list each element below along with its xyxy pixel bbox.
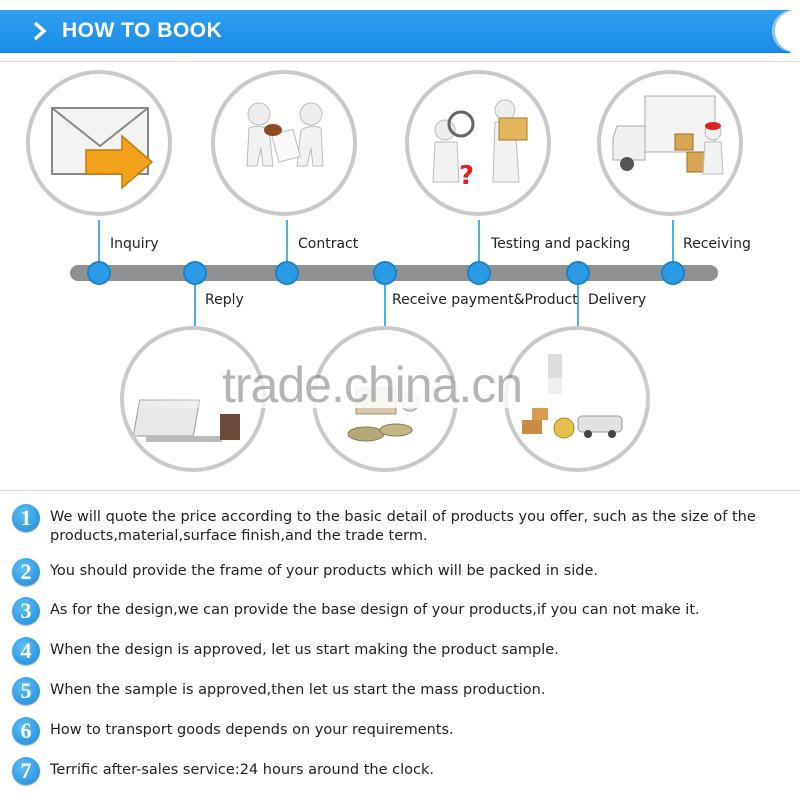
timeline-label-reply: Reply [205,292,244,308]
inspection-magnifier-icon: ? [405,70,551,216]
connector-line [286,220,288,264]
connector-line [672,220,674,264]
header-banner: HOW TO BOOK [0,10,798,53]
timeline-label-inquiry: Inquiry [110,236,159,252]
step-number-badge: 1 [12,504,40,532]
step-text: When the design is approved, let us star… [50,642,559,658]
step-text: Terrific after-sales service:24 hours ar… [50,762,434,778]
timeline-dot [467,261,491,285]
timeline-dot [275,261,299,285]
delivery-truck-icon [597,70,743,216]
banner-cap [772,10,798,52]
handshake-figures-icon [211,70,357,216]
timeline-dot [87,261,111,285]
page-title: HOW TO BOOK [62,19,223,42]
blur-band [110,378,670,408]
divider [0,490,800,491]
connector-line [577,284,579,326]
step-number-badge: 7 [12,757,40,785]
step-text: When the sample is approved,then let us … [50,682,546,698]
timeline-label-delivery: Delivery [588,292,647,308]
timeline-label-testing: Testing and packing [491,236,631,252]
step-number-badge: 4 [12,637,40,665]
chevron-right-icon [33,21,47,41]
step-text: You should provide the frame of your pro… [50,563,599,579]
step-number-badge: 5 [12,677,40,705]
connector-line [384,284,386,326]
step-text: As for the design,we can provide the bas… [50,602,700,618]
timeline-dot [566,261,590,285]
envelope-arrow-icon [26,70,172,216]
connector-line [98,220,100,264]
svg-text:?: ? [459,161,474,191]
timeline-dot [661,261,685,285]
connector-line [194,284,196,326]
divider [0,61,800,62]
connector-line [478,220,480,264]
step-text: We will quote the price according to the… [50,509,756,544]
step-text: How to transport goods depends on your r… [50,722,454,738]
timeline-label-contract: Contract [298,236,359,252]
watermark: trade.china.cn [222,357,523,413]
timeline-label-receiving: Receiving [683,236,751,252]
timeline-dot [183,261,207,285]
step-number-badge: 6 [12,717,40,745]
step-number-badge: 2 [12,558,40,586]
timeline-dot [373,261,397,285]
step-number-badge: 3 [12,597,40,625]
timeline-label-payment: Receive payment&Product [392,292,578,308]
